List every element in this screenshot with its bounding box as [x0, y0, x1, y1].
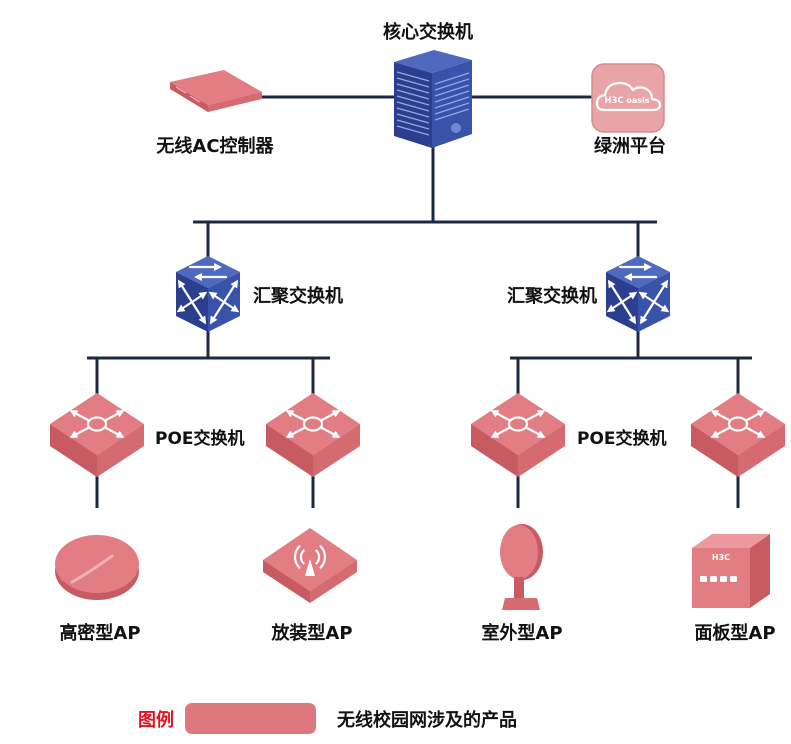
aggregation-switch-label-left: 汇聚交换机 [253, 285, 343, 307]
panel-ap-label: 面板型AP [694, 622, 775, 644]
oasis-cloud-icon: H3C oasis [591, 63, 665, 133]
oasis-logo-name: oasis [626, 96, 649, 105]
poe-switch-icon [266, 393, 360, 477]
aggregation-switch-label-right: 汇聚交换机 [507, 285, 597, 307]
poe-switch-label-left: POE交换机 [155, 428, 245, 449]
poe-switch-icon [50, 393, 144, 477]
legend-description: 无线校园网涉及的产品 [337, 709, 517, 731]
aggregation-switch-icon [176, 256, 240, 332]
oasis-platform-label: 绿洲平台 [594, 135, 666, 157]
poe-switch-label-right: POE交换机 [577, 428, 667, 449]
high-density-ap-icon [55, 535, 139, 600]
ac-controller-icon [170, 70, 262, 112]
core-switch-icon [394, 50, 472, 148]
ceiling-ap-icon [263, 528, 357, 603]
ceiling-ap-label: 放装型AP [270, 622, 352, 644]
high-density-ap-label: 高密型AP [59, 622, 140, 644]
poe-switch-icon [691, 393, 785, 477]
panel-ap-icon: H3C [692, 534, 770, 608]
poe-switch-icon [471, 393, 565, 477]
outdoor-ap-label: 室外型AP [481, 622, 562, 644]
legend: 图例 无线校园网涉及的产品 [138, 703, 517, 734]
legend-swatch [185, 703, 316, 734]
ac-controller-label: 无线AC控制器 [156, 135, 274, 157]
oasis-logo-brand: H3C [604, 96, 623, 106]
legend-title: 图例 [138, 709, 174, 731]
outdoor-ap-icon [500, 524, 543, 610]
aggregation-switch-icon [606, 256, 670, 332]
core-switch-label: 核心交换机 [383, 21, 473, 43]
panel-ap-logo: H3C [712, 553, 730, 562]
